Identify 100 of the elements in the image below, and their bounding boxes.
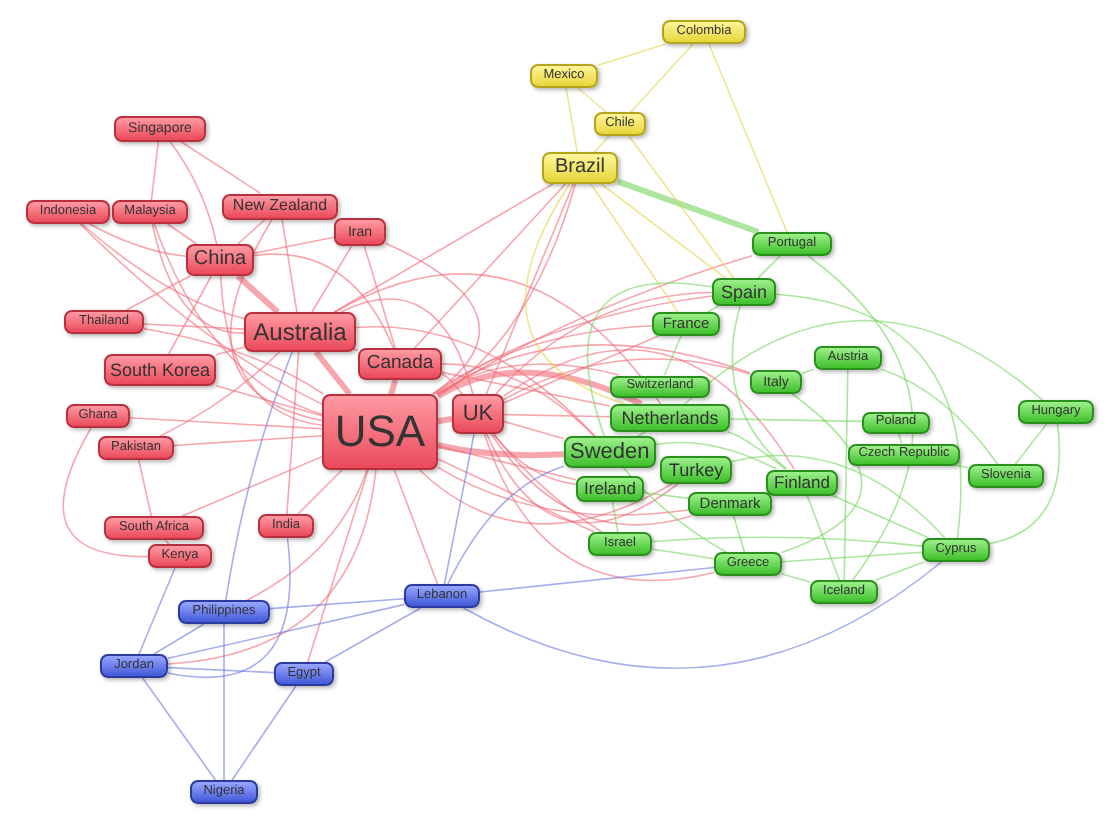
connection-line [143,327,325,395]
country-node: Brazil [542,152,618,184]
connection-line [775,293,962,539]
connection-line [441,363,595,437]
connection-line [153,223,323,416]
connection-line [447,465,565,585]
connection-line [153,623,205,655]
country-node: Australia [244,312,356,352]
connection-line [727,431,787,470]
connection-line [333,183,554,313]
connection-line [388,379,399,395]
connection-line [246,469,368,601]
connection-line [830,494,930,539]
connection-line [363,245,396,349]
connection-line [225,351,293,601]
connection-line [80,223,245,320]
connection-line [483,433,715,582]
connection-line [418,469,673,525]
connection-line [492,433,603,533]
connection-line [565,87,578,153]
connection-line [495,291,713,395]
connection-line [503,420,565,440]
country-node: Netherlands [610,404,730,432]
connection-line [138,567,176,655]
connection-line [757,255,781,279]
country-node: Sweden [564,436,656,468]
connection-line [88,223,187,258]
connection-line [651,536,923,547]
connection-line [269,598,405,610]
connection-line [731,305,788,470]
connection-line [235,273,280,315]
connection-line [643,491,689,500]
connection-line [781,551,923,563]
connection-line [143,323,245,330]
connection-line [524,183,626,405]
connection-line [433,295,713,395]
connection-line [231,685,297,781]
connection-line [286,351,300,515]
connection-line [237,218,267,245]
country-node: Turkey [660,456,732,484]
connection-line [168,140,218,245]
country-node: Finland [766,469,838,495]
connection-line [503,335,660,404]
connection-line [729,418,863,423]
connection-line [141,677,217,781]
connection-line [435,344,751,395]
country-node: South Korea [104,354,217,386]
connection-line [1014,423,1048,465]
connection-line [436,363,620,395]
connection-line [311,245,353,313]
connection-line [630,43,694,113]
connection-line [437,255,753,396]
connection-line [437,458,596,533]
connection-line [167,275,213,355]
connection-line [253,253,395,349]
country-node: Canada [358,348,442,380]
connection-line [281,218,298,313]
connection-line [684,319,1044,405]
connection-line [437,442,565,459]
connection-line [129,417,323,430]
connection-line [167,537,291,679]
connection-line [441,371,611,407]
connection-line [597,43,667,67]
country-node: New Zealand [222,193,338,219]
connection-line [706,305,720,313]
connection-line [731,454,946,539]
connection-line [651,548,715,560]
connection-line [600,183,727,279]
connection-line [781,573,811,583]
connection-line [62,427,149,558]
country-node: USA [322,394,438,470]
connection-line [437,466,689,516]
connection-line [577,87,607,113]
connection-line [801,368,815,375]
connection-line [159,351,281,437]
connection-line [586,282,713,437]
connection-line [843,369,849,581]
connection-line [431,324,653,395]
connection-line [954,464,969,469]
connection-line [413,183,567,349]
connection-line [181,455,323,517]
connection-line [179,140,261,194]
connection-line [806,494,841,581]
connection-line [137,459,153,517]
connection-line [167,603,405,660]
connection-line [79,223,323,405]
connection-line [125,275,191,311]
connection-line [479,566,715,593]
connection-line [617,178,760,235]
connection-line [503,349,795,470]
connection-line [223,623,225,781]
connection-line [437,445,577,481]
connection-line [173,435,323,447]
connection-line [708,43,788,233]
connection-line [164,539,170,545]
connection-line [313,350,352,396]
connection-line [215,346,245,356]
connection-line [881,368,999,465]
connection-line [443,433,475,585]
connection-line [167,469,377,665]
